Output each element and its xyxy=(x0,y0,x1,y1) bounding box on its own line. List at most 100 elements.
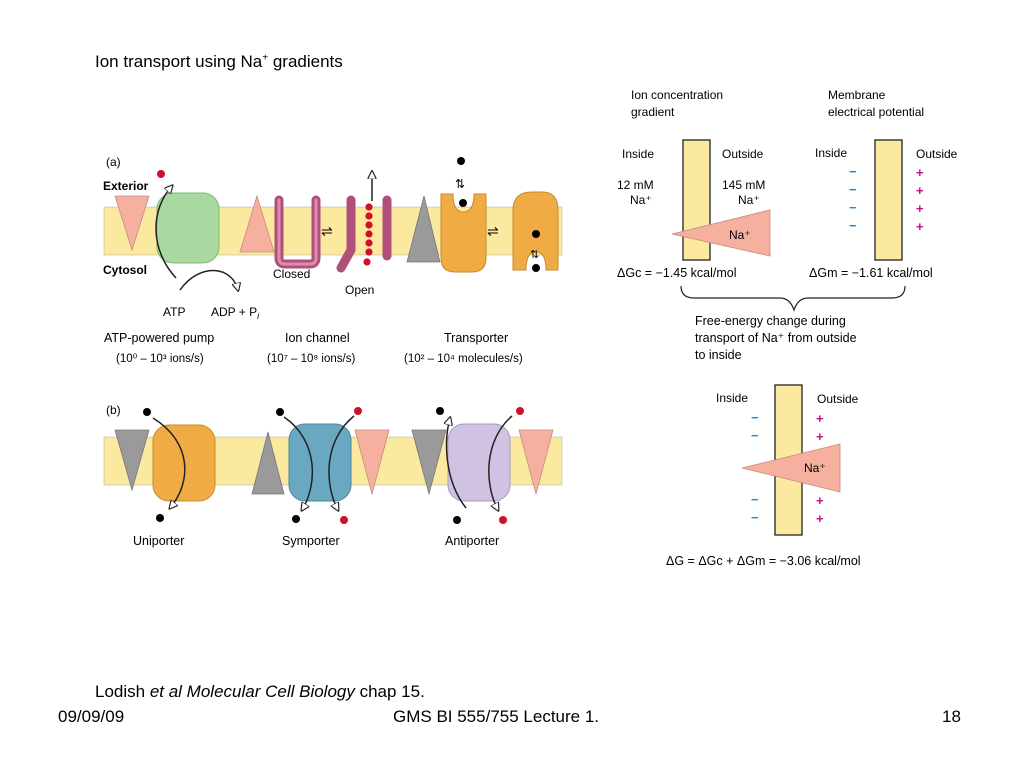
panel-b-label: (b) xyxy=(106,403,121,417)
svg-text:−: − xyxy=(849,182,857,197)
symporter xyxy=(288,423,352,502)
total-free-energy: ΔG = ΔGc + ΔGm = −3.06 kcal/mol xyxy=(666,554,861,568)
solute-dot xyxy=(459,199,467,207)
svg-text:+: + xyxy=(916,201,924,216)
channel-name: Ion channel xyxy=(285,331,350,345)
solute-dot xyxy=(532,230,540,238)
solute-dot xyxy=(276,408,284,416)
symporter-arrow-2 xyxy=(328,415,355,510)
channel-closed-highlight xyxy=(277,198,318,266)
svg-text:−: − xyxy=(751,492,759,507)
channel-rate: (10⁷ – 10⁸ ions/s) xyxy=(267,353,355,365)
title-superscript: + xyxy=(262,52,269,64)
dgm-value: ΔGm = −1.61 kcal/mol xyxy=(809,266,933,280)
binding-equilibrium: ⇅ xyxy=(530,249,539,261)
pot-inside: Inside xyxy=(815,146,847,160)
antiporter-arrow-2 xyxy=(488,415,513,510)
negative-charges: −− −− xyxy=(849,164,857,233)
title-text: Ion transport using Na xyxy=(95,52,263,71)
wedge-na: Na⁺ xyxy=(729,228,751,242)
pot-outside: Outside xyxy=(916,147,958,161)
positive-charges: + + + + xyxy=(816,411,824,526)
summation-brace xyxy=(680,285,906,312)
gray-gradient-triangle xyxy=(114,429,150,492)
mem-title-1: Membrane xyxy=(828,88,886,102)
antiporter-label: Antiporter xyxy=(445,534,499,548)
channel-ions xyxy=(363,203,373,266)
inside-na: Na⁺ xyxy=(630,193,652,207)
svg-text:−: − xyxy=(751,428,759,443)
ion-dot xyxy=(340,516,348,524)
solute-dot xyxy=(292,515,300,523)
citation-tail: chap 15. xyxy=(354,682,425,701)
solute-dot xyxy=(156,514,164,522)
free-energy-2: transport of Na⁺ from outside xyxy=(695,331,857,345)
svg-text:−: − xyxy=(849,200,857,215)
na-gradient-triangle xyxy=(114,195,150,252)
svg-text:+: + xyxy=(816,511,824,526)
svg-text:+: + xyxy=(916,165,924,180)
transporter-name: Transporter xyxy=(444,331,508,345)
na-gradient-triangle xyxy=(354,429,390,496)
combined-inside: Inside xyxy=(716,391,748,405)
uniporter-arrow xyxy=(152,417,186,508)
mem-title-2: electrical potential xyxy=(828,105,924,119)
solute-dot xyxy=(457,157,465,165)
outside-concentration: 145 mM xyxy=(722,178,765,192)
pump-name: ATP-powered pump xyxy=(104,331,214,345)
svg-text:+: + xyxy=(816,429,824,444)
gray-gradient-triangle xyxy=(251,431,285,495)
inside-concentration: 12 mM xyxy=(617,178,654,192)
free-energy-3: to inside xyxy=(695,348,742,362)
ion-dot xyxy=(516,407,524,415)
ion-dot xyxy=(354,407,362,415)
cytosol-label: Cytosol xyxy=(103,263,147,277)
adp-label: ADP + Pi xyxy=(211,305,260,321)
antiporter xyxy=(447,423,511,502)
free-energy-1: Free-energy change during xyxy=(695,314,846,328)
footer-lecture: GMS BI 555/755 Lecture 1. xyxy=(393,707,600,726)
svg-text:−: − xyxy=(751,410,759,425)
conc-title-2: gradient xyxy=(631,105,675,119)
negative-charges: − − − − xyxy=(751,410,759,525)
channel-half-left-tail xyxy=(336,245,356,273)
svg-text:+: + xyxy=(816,493,824,508)
conc-inside: Inside xyxy=(622,147,654,161)
na-gradient-triangle xyxy=(239,194,275,253)
svg-text:+: + xyxy=(916,219,924,234)
ion-dot xyxy=(157,170,165,178)
gray-gradient-triangle xyxy=(411,429,447,496)
symporter-arrow-1 xyxy=(283,416,313,510)
citation: Lodish et al Molecular Cell Biology chap… xyxy=(95,682,425,702)
solute-dot xyxy=(453,516,461,524)
conc-gradient-wedge xyxy=(671,209,771,257)
pump-rate: (10⁰ – 10³ ions/s) xyxy=(116,353,204,365)
symporter-label: Symporter xyxy=(282,534,340,548)
na-gradient-triangle xyxy=(518,429,554,496)
citation-author: Lodish xyxy=(95,682,150,701)
footer-date: 09/09/09 xyxy=(58,707,125,726)
svg-text:−: − xyxy=(849,164,857,179)
panel-a-label: (a) xyxy=(106,155,121,169)
outside-na: Na⁺ xyxy=(738,193,760,207)
dgc-value: ΔGc = −1.45 kcal/mol xyxy=(617,266,737,280)
conc-title-1: Ion concentration xyxy=(631,88,723,102)
binding-equilibrium: ⇅ xyxy=(455,177,465,191)
antiporter-arrow-1 xyxy=(447,418,467,509)
potential-membrane xyxy=(874,139,903,261)
positive-charges: ++ ++ xyxy=(916,165,924,234)
solute-dot xyxy=(143,408,151,416)
combined-gradient-wedge xyxy=(741,443,841,493)
citation-book: et al Molecular Cell Biology xyxy=(149,682,355,701)
svg-text:−: − xyxy=(751,510,759,525)
svg-text:+: + xyxy=(816,411,824,426)
ion-dot xyxy=(499,516,507,524)
transporter-outward xyxy=(440,193,487,273)
solute-dot xyxy=(436,407,444,415)
exterior-label: Exterior xyxy=(103,179,149,193)
atp-hydrolysis-arrow xyxy=(179,269,238,290)
open-label: Open xyxy=(345,283,374,297)
slide-title: Ion transport using Na+ gradients xyxy=(95,52,343,72)
transporter-rate: (10² – 10⁴ molecules/s) xyxy=(404,353,523,365)
